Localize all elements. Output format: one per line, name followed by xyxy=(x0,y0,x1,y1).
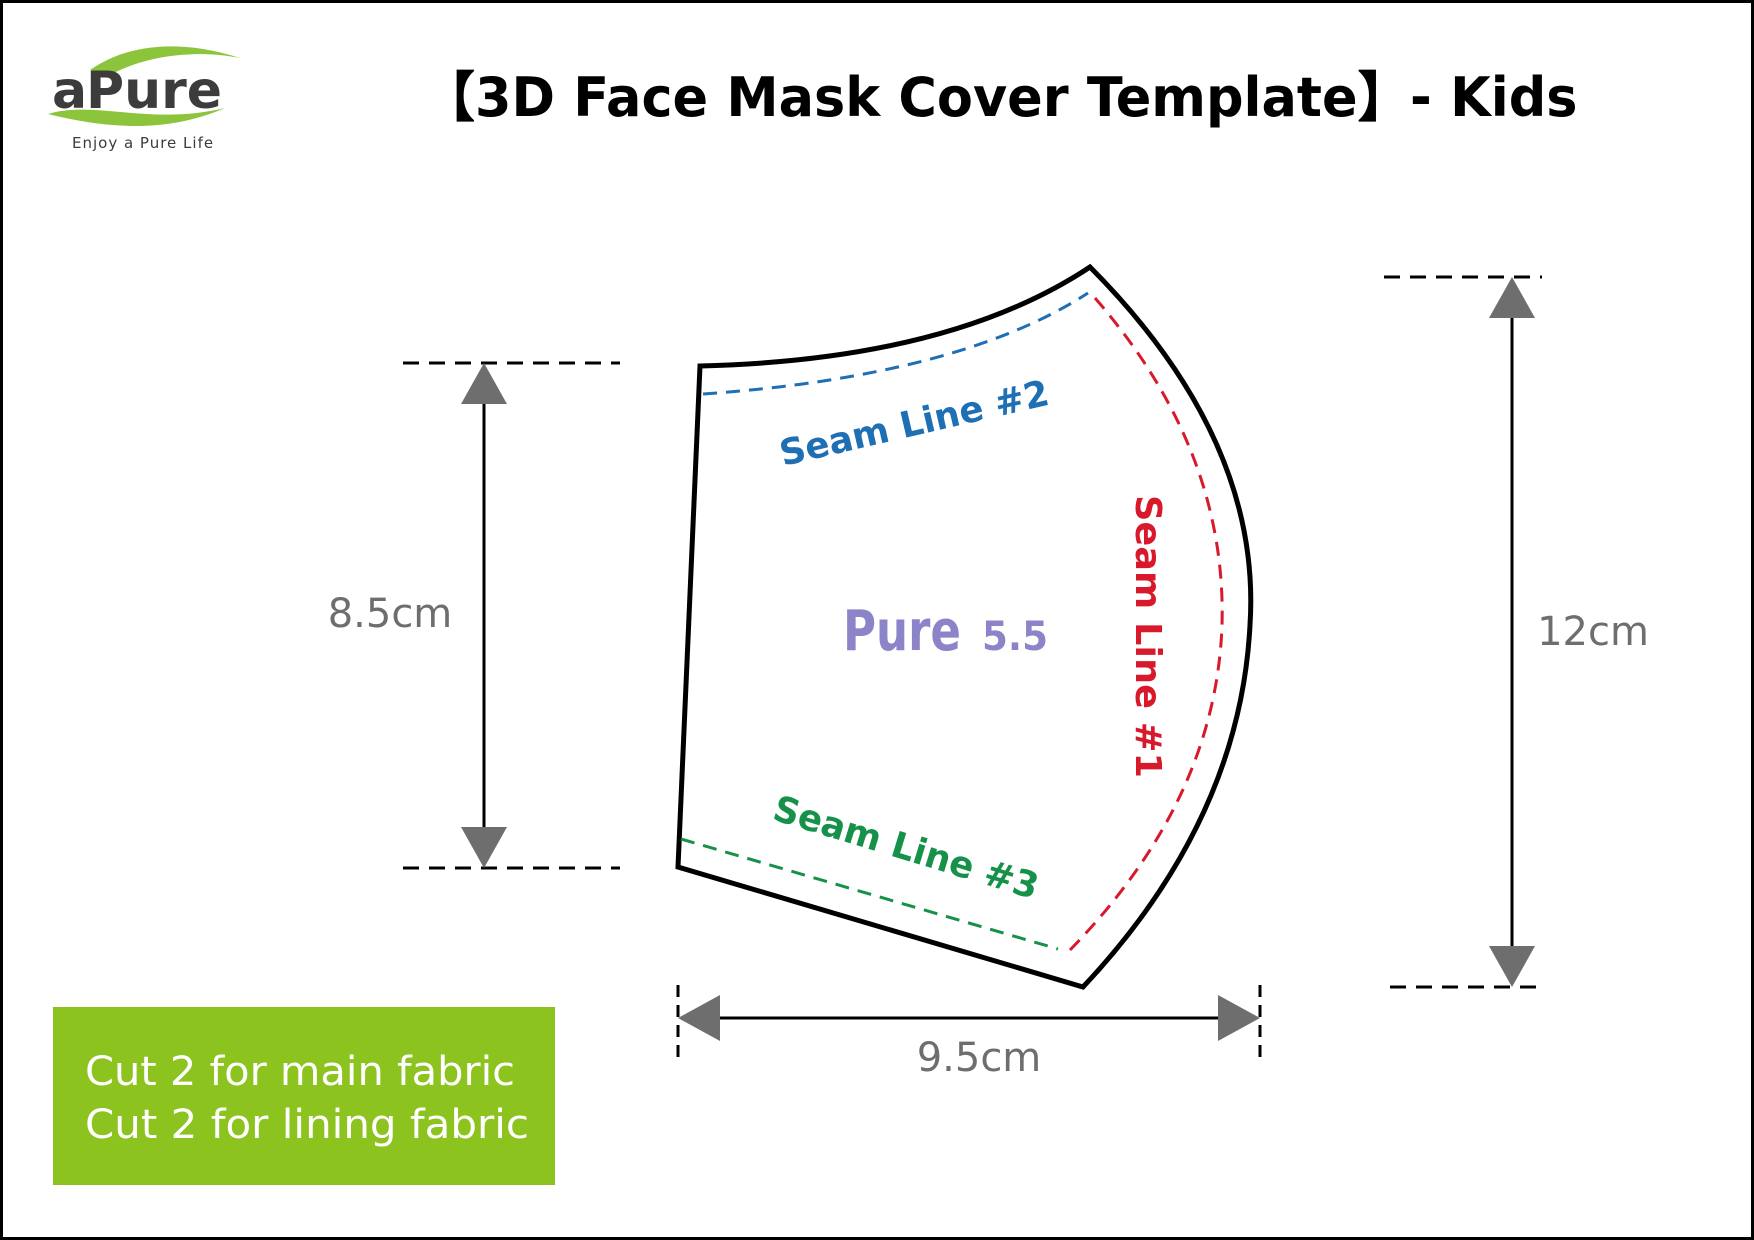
logo-tagline: Enjoy a Pure Life xyxy=(72,134,214,152)
right-height-label: 12cm xyxy=(1537,609,1649,655)
logo-swoosh-bottom xyxy=(48,108,225,126)
apure-logo: a Pure Enjoy a Pure Life xyxy=(48,46,240,152)
left-dimension-arrow-down xyxy=(461,827,507,868)
seam-line-1 xyxy=(1068,297,1224,952)
logo-swoosh-top xyxy=(90,46,240,74)
instruction-lining-fabric: Cut 2 for lining fabric xyxy=(85,1102,529,1148)
seam-line-1-label: Seam Line #1 xyxy=(1127,495,1168,778)
logo-letter-a: a xyxy=(52,61,87,121)
cutting-instructions: Cut 2 for main fabric Cut 2 for lining f… xyxy=(53,1007,555,1185)
width-label: 9.5cm xyxy=(917,1035,1042,1081)
width-dimension: 9.5cm xyxy=(676,985,1262,1081)
width-dimension-arrow-left xyxy=(678,995,720,1041)
right-dimension-arrow-up xyxy=(1489,277,1535,318)
seam-line-2-label: Seam Line #2 xyxy=(776,373,1053,475)
left-height-dimension: 8.5cm xyxy=(328,361,620,870)
pure55-logo: Pure 5.5 xyxy=(843,599,1048,664)
seam-line-3-label: Seam Line #3 xyxy=(768,788,1043,908)
mask-outline xyxy=(675,263,1254,990)
right-dimension-arrow-down xyxy=(1489,946,1535,987)
seam-line-3 xyxy=(680,837,1059,951)
instructions-box xyxy=(53,1007,555,1185)
left-dimension-arrow-up xyxy=(461,363,507,404)
logo-wordmark: Pure xyxy=(86,61,222,121)
right-height-dimension: 12cm xyxy=(1384,275,1649,989)
pure55-wordmark: Pure xyxy=(843,599,961,664)
page-title: 【3D Face Mask Cover Template】- Kids xyxy=(423,66,1578,129)
width-dimension-arrow-right xyxy=(1218,995,1260,1041)
instruction-main-fabric: Cut 2 for main fabric xyxy=(85,1049,515,1095)
left-height-label: 8.5cm xyxy=(328,591,453,637)
pure55-number: 5.5 xyxy=(982,614,1048,660)
